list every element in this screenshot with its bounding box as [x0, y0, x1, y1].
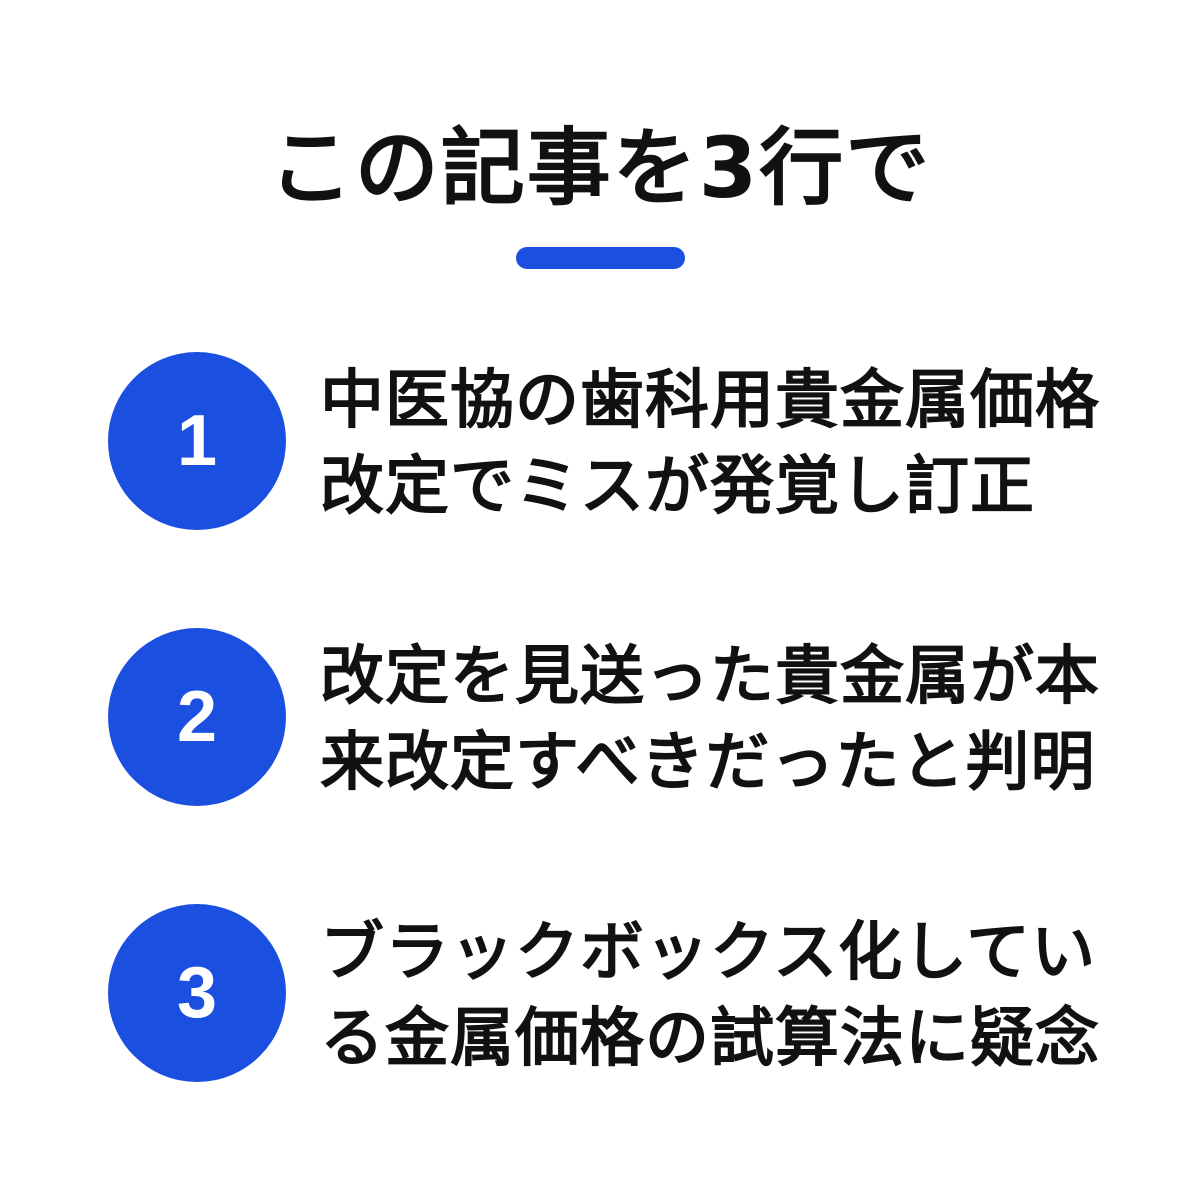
- summary-item-2: 2 改定を見送った貴金属が本 来改定すべきだったと判明: [108, 628, 1168, 808]
- summary-line: る金属価格の試算法に疑念: [320, 1002, 1100, 1076]
- summary-text: ブラックボックス化してい る金属価格の試算法に疑念: [320, 910, 1170, 1082]
- summary-line: 改定を見送った貴金属が本: [320, 640, 1100, 714]
- summary-line: 中医協の歯科用貴金属価格: [320, 364, 1100, 438]
- summary-line: ブラックボックス化してい: [320, 916, 1097, 990]
- summary-line: 来改定すべきだったと判明: [320, 726, 1096, 800]
- summary-item-3: 3 ブラックボックス化してい る金属価格の試算法に疑念: [108, 904, 1168, 1084]
- summary-text: 改定を見送った貴金属が本 来改定すべきだったと判明: [320, 634, 1170, 806]
- summary-line: 改定でミスが発覚し訂正: [320, 450, 1035, 524]
- summary-item-1: 1 中医協の歯科用貴金属価格 改定でミスが発覚し訂正: [108, 352, 1168, 532]
- summary-text: 中医協の歯科用貴金属価格 改定でミスが発覚し訂正: [320, 358, 1170, 530]
- number-badge: 1: [108, 352, 286, 530]
- page-title: この記事を3行で: [268, 119, 932, 217]
- title-underline: [516, 247, 685, 269]
- number-badge: 3: [108, 904, 286, 1082]
- number-badge: 2: [108, 628, 286, 806]
